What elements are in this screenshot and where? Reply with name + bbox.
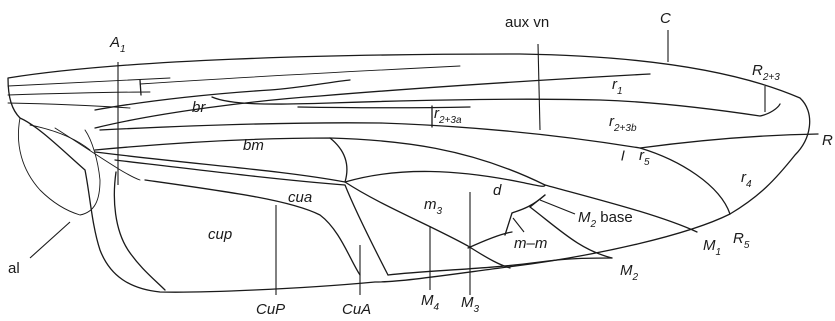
m3-vein	[344, 181, 511, 269]
label-m2: M2	[620, 262, 639, 283]
label-r: R	[822, 132, 833, 149]
bm-cua-crossvein	[329, 137, 348, 183]
label-cua: CuA	[342, 301, 371, 318]
m1-vein	[544, 184, 698, 233]
label-aux-vn: aux vn	[505, 14, 549, 31]
label-m-m: m–m	[514, 235, 547, 252]
base-line-2	[7, 91, 151, 96]
costal-inner-line	[139, 65, 461, 85]
r4-5-crossvein	[621, 150, 625, 161]
leader-m2-base	[539, 199, 576, 215]
label-r5: R5	[733, 230, 750, 251]
r4-5-vein	[99, 122, 819, 149]
base-line-3	[7, 102, 131, 109]
label-r2-3: R2+3	[752, 62, 780, 83]
cell-r2-3b: r2+3b	[609, 113, 637, 134]
dm-closing-vein	[511, 194, 546, 214]
cell-r4: r4	[741, 169, 752, 190]
humeral-crossvein	[139, 79, 142, 96]
m2-vein	[529, 206, 613, 259]
cup-vein	[144, 179, 361, 276]
cell-cup: cup	[208, 226, 232, 243]
label-c: C	[660, 10, 671, 27]
subcosta-vein	[94, 79, 351, 111]
label-m1: M1	[703, 237, 721, 258]
label-al: al	[8, 260, 20, 277]
label-m2-base: M2 base	[578, 209, 633, 230]
label-cup: CuP	[256, 301, 285, 318]
dm-cell-upper	[344, 170, 546, 187]
leader-al	[29, 221, 71, 259]
base-line-1	[7, 77, 171, 87]
label-a1: A1	[109, 34, 126, 55]
cell-r2-3a: r2+3a	[434, 105, 462, 126]
cell-br: br	[192, 99, 206, 116]
r2-3-vein	[211, 96, 781, 117]
m4-vein	[467, 231, 513, 249]
axillary-fold	[113, 171, 166, 291]
cell-cua: cua	[288, 189, 312, 206]
leader-m-m	[512, 217, 525, 233]
m-m-crossvein	[504, 212, 513, 236]
leader-aux-vn	[537, 43, 541, 131]
r2-3-base-segment	[297, 106, 471, 109]
bm-cu-vein	[94, 151, 346, 183]
cell-r5: r5	[639, 147, 650, 168]
label-m4: M4	[421, 292, 440, 313]
alula-inner-line	[29, 124, 91, 151]
alula-outline	[17, 117, 101, 216]
r1-vein	[94, 73, 651, 129]
cell-d: d	[493, 182, 502, 199]
anal-edge-line	[54, 127, 141, 181]
r5-vein	[639, 147, 731, 215]
cua-vein	[114, 159, 389, 276]
cua-lower-vein	[387, 257, 613, 276]
cell-r1: r1	[612, 76, 623, 97]
cell-m3: m3	[424, 196, 443, 217]
label-m3: M3	[461, 294, 480, 315]
cell-bm: bm	[243, 137, 264, 154]
